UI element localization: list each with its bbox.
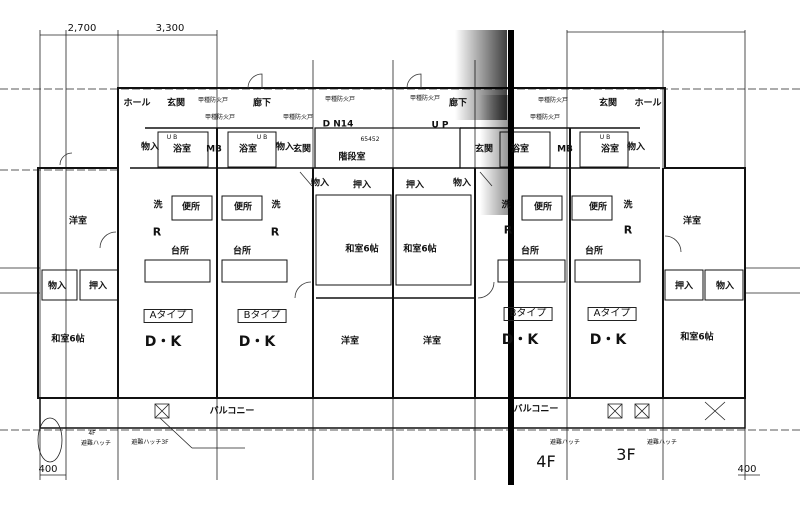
scan-black-band — [508, 30, 514, 485]
japanese-room-label: 和室6帖 — [345, 244, 379, 255]
wash-label: 洗 — [501, 200, 511, 211]
dining-kitchen-label: D・K — [589, 332, 627, 348]
dimension-label: 2,700 — [67, 23, 97, 34]
entrance-label: 玄関 — [166, 98, 186, 109]
fridge-label: R — [503, 223, 513, 237]
western-room-label: 洋室 — [422, 336, 442, 347]
corridor-label: 廊下 — [252, 98, 272, 109]
escape-hatch-label: 避難ハッチ — [549, 439, 581, 446]
dining-kitchen-label: D・K — [238, 334, 276, 350]
kitchen-label: 台所 — [520, 246, 540, 257]
storage-label: 物入 — [626, 142, 646, 153]
storage-label: 物入 — [452, 178, 472, 189]
wash-label: 洗 — [271, 200, 281, 211]
storage-label: 物入 — [310, 178, 330, 189]
balcony-label: バルコニー — [209, 406, 255, 417]
hall-label: ホール — [634, 98, 662, 109]
bath-label: 浴室 — [172, 144, 192, 155]
japanese-room-label: 和室6帖 — [680, 332, 714, 343]
closet-label: 押入 — [352, 180, 372, 191]
corridor-label: 廊下 — [448, 98, 468, 109]
kitchen-label: 台所 — [584, 246, 604, 257]
fridge-label: R — [270, 225, 280, 239]
fire-door-label: 甲種防火戸 — [204, 114, 236, 121]
toilet-label: 便所 — [588, 202, 608, 213]
western-room-label: 洋室 — [68, 216, 88, 227]
storage-label: 物入 — [275, 142, 295, 153]
toilet-label: 便所 — [233, 202, 253, 213]
floor-note-handwritten: 4F — [536, 452, 556, 471]
stair-step-numbers: 65452 — [360, 136, 380, 143]
escape-hatch-label: 避難ハッチ3F — [131, 439, 169, 446]
unit-type-label: Bタイプ — [503, 307, 553, 321]
toilet-label: 便所 — [533, 202, 553, 213]
japanese-room-label: 和室6帖 — [403, 244, 437, 255]
western-room-label: 洋室 — [682, 216, 702, 227]
entrance-label: 玄関 — [474, 144, 494, 155]
dimension-label: 400 — [38, 464, 58, 475]
unit-bath-label: U B — [166, 134, 178, 141]
dining-kitchen-label: D・K — [144, 334, 182, 350]
storage-label: 物入 — [47, 281, 67, 292]
entrance-label: 玄関 — [598, 98, 618, 109]
hall-label: ホール — [123, 98, 151, 109]
stair-up-label: U P — [431, 120, 449, 131]
unit-bath-label: U B — [256, 134, 268, 141]
unit-bath-label: U B — [599, 134, 611, 141]
dining-kitchen-label: D・K — [501, 332, 539, 348]
kitchen-label: 台所 — [232, 246, 252, 257]
fire-door-label: 甲種防火戸 — [529, 114, 561, 121]
fridge-label: R — [152, 225, 162, 239]
escape-hatch-marks — [37, 401, 726, 463]
fire-door-label: 甲種防火戸 — [197, 97, 229, 104]
fire-door-label: 甲種防火戸 — [282, 114, 314, 121]
storage-label: 物入 — [715, 281, 735, 292]
meter-box-label: MB — [206, 144, 222, 155]
balcony-label: バルコニー — [513, 404, 559, 415]
western-room-label: 洋室 — [340, 336, 360, 347]
closet-label: 押入 — [88, 281, 108, 292]
fire-door-label: 甲種防火戸 — [537, 97, 569, 104]
stair-down-label: D N14 — [322, 119, 354, 130]
walls — [37, 87, 746, 429]
wash-label: 洗 — [153, 200, 163, 211]
stair-hall-label: 階段室 — [338, 152, 366, 163]
escape-hatch-label: 避難ハッチ — [646, 439, 678, 446]
fire-door-label: 甲種防火戸 — [409, 95, 441, 102]
unit-type-label: Aタイプ — [143, 309, 193, 323]
fridge-label: R — [623, 223, 633, 237]
bath-label: 浴室 — [600, 144, 620, 155]
meter-box-label: MB — [557, 144, 573, 155]
wash-label: 洗 — [623, 200, 633, 211]
entrance-label: 玄関 — [292, 144, 312, 155]
bath-label: 浴室 — [238, 144, 258, 155]
unit-type-label: Aタイプ — [587, 307, 637, 321]
dimension-label: 400 — [737, 464, 757, 475]
floor-note: 4F — [88, 430, 96, 437]
bath-label: 浴室 — [510, 144, 530, 155]
unit-type-label: Bタイプ — [237, 309, 287, 323]
escape-hatch-label: 避難ハッチ — [80, 440, 112, 447]
closet-label: 押入 — [674, 281, 694, 292]
closet-label: 押入 — [405, 180, 425, 191]
japanese-room-label: 和室6帖 — [51, 334, 85, 345]
storage-label: 物入 — [140, 142, 160, 153]
toilet-label: 便所 — [181, 202, 201, 213]
dimension-label: 3,300 — [155, 23, 185, 34]
fire-door-label: 甲種防火戸 — [324, 96, 356, 103]
floor-note-handwritten: 3F — [616, 445, 636, 464]
kitchen-label: 台所 — [170, 246, 190, 257]
